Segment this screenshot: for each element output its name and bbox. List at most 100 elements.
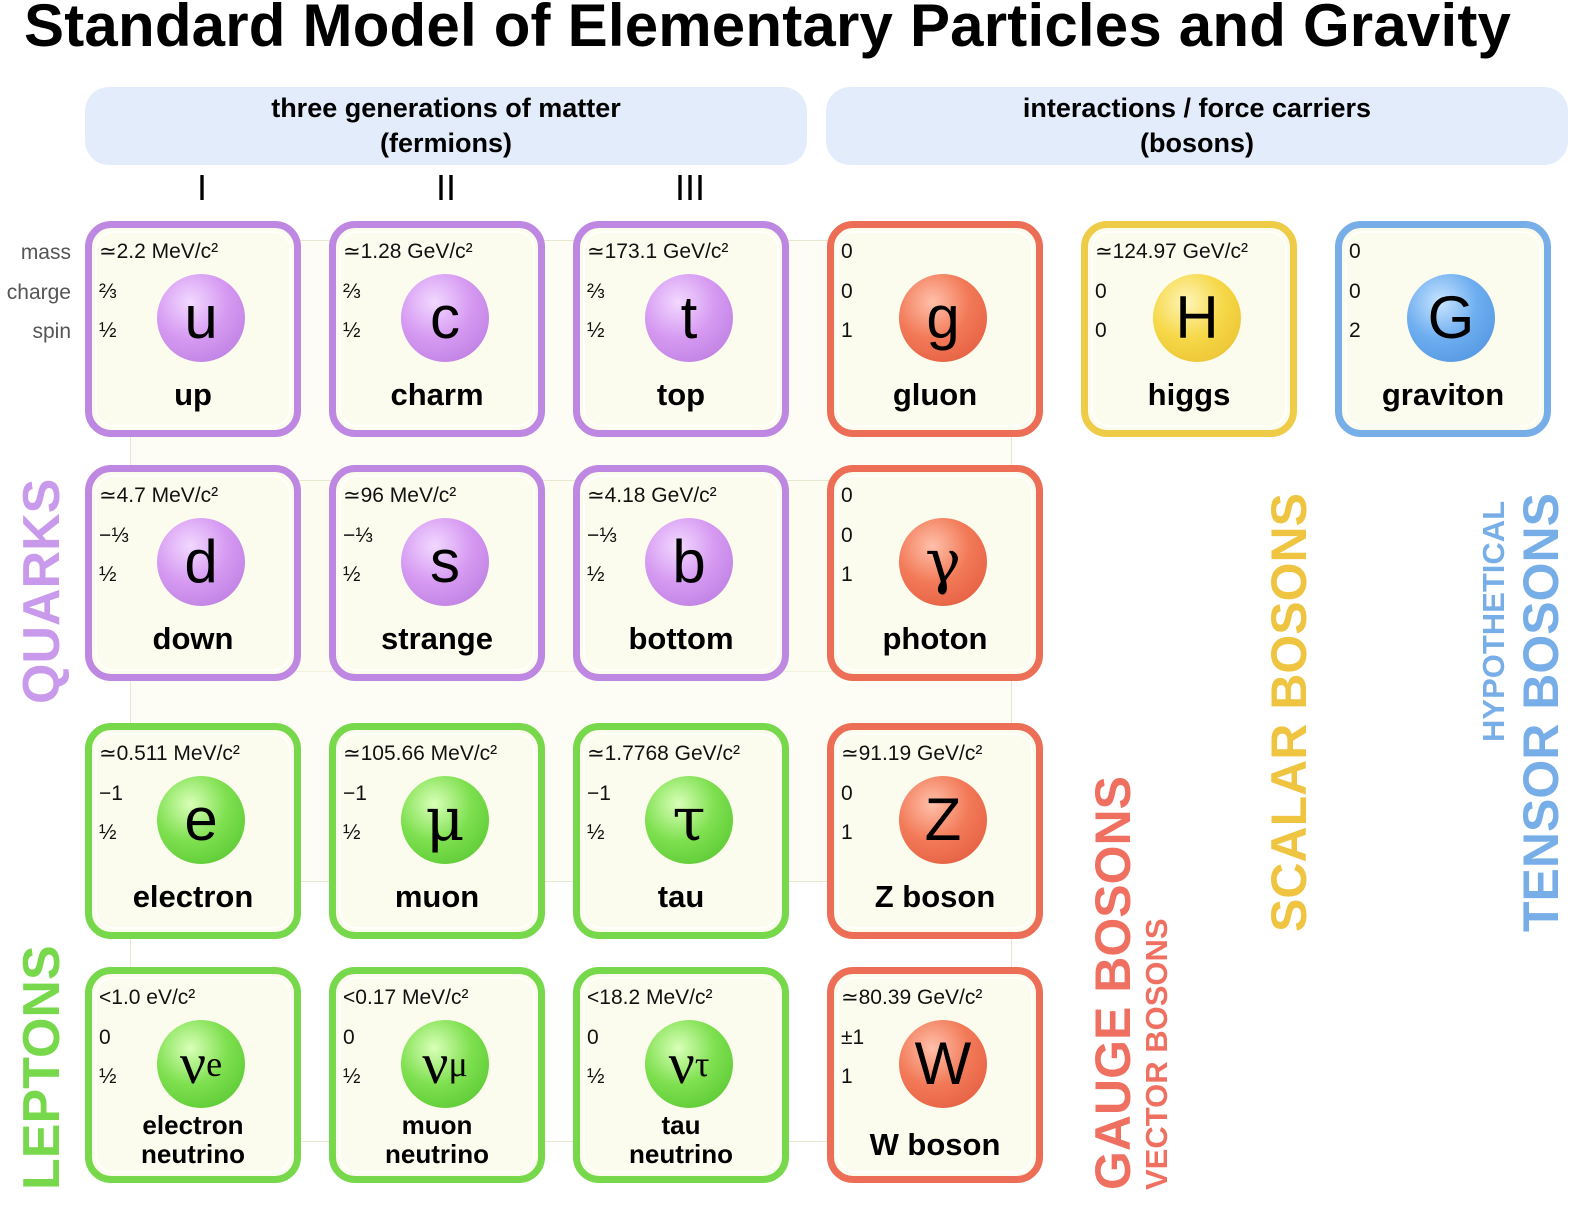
particle-card-down: ≃4.7 MeV/c² −⅓ ½ d down: [85, 465, 301, 681]
photon-mass: 0: [841, 484, 853, 507]
charm-mass: ≃1.28 GeV/c²: [343, 240, 473, 263]
bosons-header-line1: interactions / force carriers: [1022, 93, 1372, 123]
graviton-mass: 0: [1349, 240, 1361, 263]
particle-card-electron: ≃0.511 MeV/c² −1 ½ e electron: [85, 723, 301, 939]
tau-neutrino-charge: 0: [587, 1026, 599, 1049]
page-title: Standard Model of Elementary Particles a…: [24, 0, 1512, 59]
tau-neutrino-mass: <18.2 MeV/c²: [587, 986, 713, 1009]
bottom-mass: ≃4.18 GeV/c²: [587, 484, 717, 507]
higgs-spin: 0: [1095, 319, 1107, 342]
top-name: top: [656, 377, 706, 412]
photon-name: photon: [882, 621, 988, 656]
electron-neutrino-mass: <1.0 eV/c²: [99, 986, 196, 1009]
electron-neutrino-spin: ½: [99, 1065, 117, 1088]
generation-2-label: II: [435, 167, 456, 208]
graviton-name: graviton: [1381, 377, 1505, 412]
higgs-name: higgs: [1147, 377, 1231, 412]
higgs-mass: ≃124.97 GeV/c²: [1095, 240, 1249, 263]
strange-charge: −⅓: [343, 524, 373, 547]
graviton-symbol: G: [1407, 274, 1495, 362]
electron-name: electron: [132, 879, 254, 914]
particle-card-higgs: ≃124.97 GeV/c² 0 0 H higgs: [1081, 221, 1297, 437]
electron-spin: ½: [99, 821, 117, 844]
muon-symbol: μ: [401, 776, 489, 864]
graviton-spin: 2: [1349, 319, 1361, 342]
top-spin: ½: [587, 319, 605, 342]
higgs-charge: 0: [1095, 280, 1107, 303]
tau-charge: −1: [587, 782, 611, 805]
up-spin: ½: [99, 319, 117, 342]
top-symbol: t: [645, 274, 733, 362]
bottom-symbol: b: [645, 518, 733, 606]
w-boson-symbol: W: [899, 1020, 987, 1108]
strange-spin: ½: [343, 563, 361, 586]
bottom-charge: −⅓: [587, 524, 617, 547]
electron-symbol: e: [157, 776, 245, 864]
up-name: up: [174, 377, 212, 412]
tensor-bosons-label: TENSOR BOSONS: [1513, 493, 1569, 932]
particle-card-strange: ≃96 MeV/c² −⅓ ½ s strange: [329, 465, 545, 681]
spin-row-label: spin: [32, 320, 71, 343]
particle-card-w-boson: ≃80.39 GeV/c² ±1 1 W W boson: [827, 967, 1043, 1183]
muon-spin: ½: [343, 821, 361, 844]
particle-card-photon: 0 0 1 γ photon: [827, 465, 1043, 681]
photon-spin: 1: [841, 563, 853, 586]
top-charge: ⅔: [587, 280, 605, 303]
w-boson-charge: ±1: [841, 1026, 865, 1049]
tau-symbol: τ: [645, 776, 733, 864]
particle-card-muon: ≃105.66 MeV/c² −1 ½ μ muon: [329, 723, 545, 939]
scalar-bosons-label: SCALAR BOSONS: [1261, 493, 1317, 932]
bottom-name: bottom: [628, 621, 734, 656]
gluon-name: gluon: [892, 377, 978, 412]
down-charge: −⅓: [99, 524, 129, 547]
muon-neutrino-charge: 0: [343, 1026, 355, 1049]
particle-card-graviton: 0 0 2 G graviton: [1335, 221, 1551, 437]
strange-symbol: s: [401, 518, 489, 606]
gluon-spin: 1: [841, 319, 853, 342]
up-mass: ≃2.2 MeV/c²: [99, 240, 219, 263]
w-boson-mass: ≃80.39 GeV/c²: [841, 986, 983, 1009]
gauge-bosons-label: GAUGE BOSONS: [1085, 776, 1141, 1190]
z-boson-name: Z boson: [874, 879, 996, 914]
charm-symbol: c: [401, 274, 489, 362]
fermions-header-line1: three generations of matter: [271, 93, 621, 123]
top-mass: ≃173.1 GeV/c²: [587, 240, 729, 263]
muon-mass: ≃105.66 MeV/c²: [343, 742, 498, 765]
graviton-charge: 0: [1349, 280, 1361, 303]
generation-3-label: III: [674, 167, 705, 208]
z-boson-mass: ≃91.19 GeV/c²: [841, 742, 983, 765]
gluon-mass: 0: [841, 240, 853, 263]
tau-name: tau: [657, 879, 705, 914]
particle-card-charm: ≃1.28 GeV/c² ⅔ ½ c charm: [329, 221, 545, 437]
higgs-symbol: H: [1153, 274, 1241, 362]
muon-neutrino-mass: <0.17 MeV/c²: [343, 986, 469, 1009]
particle-card-bottom: ≃4.18 GeV/c² −⅓ ½ b bottom: [573, 465, 789, 681]
electron-neutrino-charge: 0: [99, 1026, 111, 1049]
down-mass: ≃4.7 MeV/c²: [99, 484, 219, 507]
photon-charge: 0: [841, 524, 853, 547]
particle-card-tau: ≃1.7768 GeV/c² −1 ½ τ tau: [573, 723, 789, 939]
photon-symbol: γ: [899, 518, 987, 606]
tau-spin: ½: [587, 821, 605, 844]
leptons-label: LEPTONS: [13, 945, 71, 1190]
w-boson-spin: 1: [841, 1065, 853, 1088]
bosons-header: interactions / force carriers (bosons): [826, 87, 1568, 165]
muon-name: muon: [394, 879, 480, 914]
up-charge: ⅔: [99, 280, 117, 303]
mass-row-label: mass: [20, 241, 71, 264]
particle-card-up: ≃2.2 MeV/c² ⅔ ½ u up: [85, 221, 301, 437]
muon-neutrino-spin: ½: [343, 1065, 361, 1088]
z-boson-spin: 1: [841, 821, 853, 844]
z-boson-charge: 0: [841, 782, 853, 805]
down-spin: ½: [99, 563, 117, 586]
charge-row-label: charge: [6, 281, 71, 304]
muon-charge: −1: [343, 782, 367, 805]
